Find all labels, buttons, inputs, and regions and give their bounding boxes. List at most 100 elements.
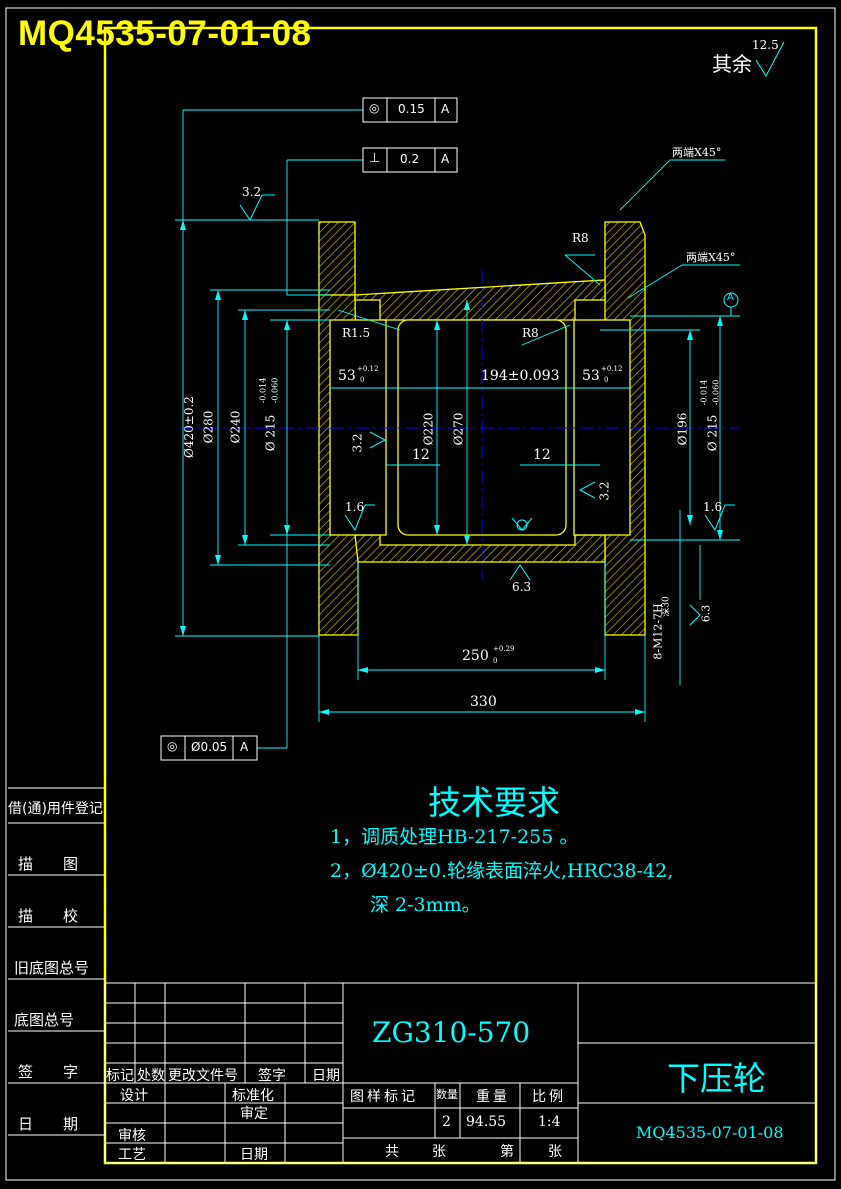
tech-requirements-title: 技术要求 — [428, 783, 560, 822]
roughness-6-3-bottom: 6.3 — [512, 580, 532, 594]
dim-d420: Ø420±0.2 — [181, 396, 196, 458]
tolerance-datum-3: A — [240, 740, 249, 754]
dim-d270: Ø270 — [451, 412, 466, 446]
role-standardization: 标准化 — [232, 1088, 274, 1104]
dim-w53-right-tol-upper: +0.12 — [601, 365, 623, 373]
sheet-total-label: 共 — [385, 1144, 399, 1160]
tolerance-value-3: Ø0.05 — [191, 740, 228, 754]
top-web — [354, 279, 606, 321]
header-scale: 比例 — [532, 1089, 566, 1105]
dim-d215-right-tol-lower: -0.060 — [711, 379, 721, 406]
rev-header-count: 处数 — [137, 1068, 165, 1084]
sheet-sheets1-label: 张 — [432, 1144, 446, 1160]
outer-frame — [5, 7, 836, 1181]
header-weight: 重量 — [476, 1089, 510, 1105]
surface-finish-label: 其余 — [712, 52, 752, 76]
roughness-6-3-holes: 6.3 — [699, 604, 713, 623]
header-quantity: 数量 — [436, 1088, 458, 1101]
side-register-date: 日 期 — [18, 1115, 79, 1133]
datum-a-symbol — [723, 292, 739, 317]
tech-requirement-1: 1，调质处理HB-217-255 。 — [330, 826, 579, 848]
dim-w250-tol-upper: +0.29 — [493, 645, 515, 653]
dim-w12-right: 12 — [533, 447, 551, 463]
role-review: 审定 — [240, 1106, 268, 1122]
role-process: 工艺 — [118, 1147, 146, 1163]
material-label: ZG310-570 — [372, 1016, 531, 1049]
roughness-1-6-right: 1.6 — [703, 500, 723, 514]
dim-holes-depth: 深30 — [661, 596, 672, 617]
role-design: 设计 — [120, 1088, 148, 1104]
dim-w250: 250 — [462, 648, 489, 664]
radius-label-r1-5: R1.5 — [342, 326, 371, 340]
part-name: 下压轮 — [667, 1059, 766, 1098]
dim-d240: Ø240 — [228, 410, 243, 444]
perpendicularity-icon: ⊥ — [369, 151, 381, 166]
dim-d215-right-tol-upper: -0.014 — [699, 379, 709, 406]
sheet-sheets2-label: 张 — [548, 1144, 562, 1160]
dim-d196: Ø196 — [675, 412, 690, 446]
side-register-old-base: 旧底图总号 — [14, 959, 90, 977]
rev-header-doc: 更改文件号 — [168, 1068, 238, 1084]
title-block-grid — [104, 982, 817, 1164]
sheet-no-label: 第 — [500, 1144, 514, 1160]
value-scale: 1:4 — [538, 1114, 561, 1130]
datum-a-label: A — [727, 292, 734, 303]
tolerance-datum-1: A — [441, 102, 450, 116]
centerlines — [180, 270, 740, 580]
dim-d220: Ø220 — [421, 412, 436, 446]
header-stage-mark: 图样标记 — [350, 1089, 418, 1105]
side-register-tracing-check: 描 校 — [18, 907, 79, 925]
radius-label-r8-inner: R8 — [522, 326, 539, 340]
dim-w250-tol-lower: 0 — [493, 657, 498, 665]
rev-header-sign: 签字 — [258, 1068, 286, 1084]
value-weight: 94.55 — [466, 1114, 507, 1130]
side-register-tracing: 描 图 — [18, 855, 79, 873]
dim-w53-left: 53 — [338, 368, 356, 384]
dimension-lines — [175, 109, 740, 749]
side-register-base-number: 底图总号 — [14, 1011, 75, 1029]
rev-header-date: 日期 — [312, 1068, 340, 1084]
drawing-number-title: MQ4535-07-01-08 — [18, 14, 312, 53]
tech-requirement-2: 2，Ø420±0.轮缘表面淬火,HRC38-42, — [330, 860, 674, 882]
dim-d280: Ø280 — [201, 410, 216, 444]
value-quantity: 2 — [442, 1114, 451, 1130]
bottom-web — [354, 534, 606, 563]
dim-d215-left-tol-lower: -0.060 — [270, 377, 280, 404]
role-check: 审核 — [118, 1128, 146, 1144]
dim-w194: 194±0.093 — [481, 368, 560, 384]
drawing-frame — [103, 26, 818, 1165]
dim-d215-left: Ø 215 — [263, 414, 278, 452]
dim-w53-right: 53 — [582, 368, 600, 384]
chamfer-note-top: 两端X45° — [672, 146, 722, 159]
roughness-1-6-left: 1.6 — [345, 500, 365, 514]
roughness-symbols — [239, 41, 785, 626]
roughness-3-2-left: 3.2 — [350, 433, 365, 453]
side-register-grid — [8, 787, 105, 1136]
dim-w12-left: 12 — [412, 447, 430, 463]
side-register-borrowed-parts: 借(通)用件登记 — [8, 801, 103, 817]
concentricity-icon-2: ◎ — [167, 739, 178, 753]
arrowheads — [180, 220, 723, 715]
concentricity-icon: ◎ — [369, 101, 380, 115]
tolerance-value-2: 0.2 — [400, 152, 420, 166]
dim-w330: 330 — [470, 694, 497, 710]
role-date: 日期 — [240, 1147, 268, 1163]
dim-w53-left-tol-upper: +0.12 — [357, 365, 379, 373]
tolerance-datum-2: A — [441, 152, 450, 166]
surface-finish-value: 12.5 — [752, 38, 779, 52]
roughness-3-2-right: 3.2 — [597, 481, 612, 501]
title-drawing-number: MQ4535-07-01-08 — [636, 1123, 784, 1142]
tolerance-frame-boxes — [160, 97, 458, 761]
radius-label-r8-top: R8 — [572, 231, 589, 245]
roughness-3-2-top: 3.2 — [242, 185, 262, 199]
side-register-signature: 签 字 — [18, 1063, 79, 1081]
dim-w53-right-tol-lower: 0 — [604, 376, 609, 384]
dim-w53-left-tol-lower: 0 — [360, 376, 365, 384]
rev-header-mark: 标记 — [106, 1068, 134, 1084]
tolerance-value-1: 0.15 — [398, 102, 425, 116]
dim-d215-left-tol-upper: -0.014 — [258, 377, 268, 404]
tech-requirement-3: 深 2-3mm。 — [370, 894, 481, 916]
chamfer-note-right: 两端X45° — [686, 251, 736, 264]
dim-d215-right: Ø 215 — [705, 414, 720, 452]
